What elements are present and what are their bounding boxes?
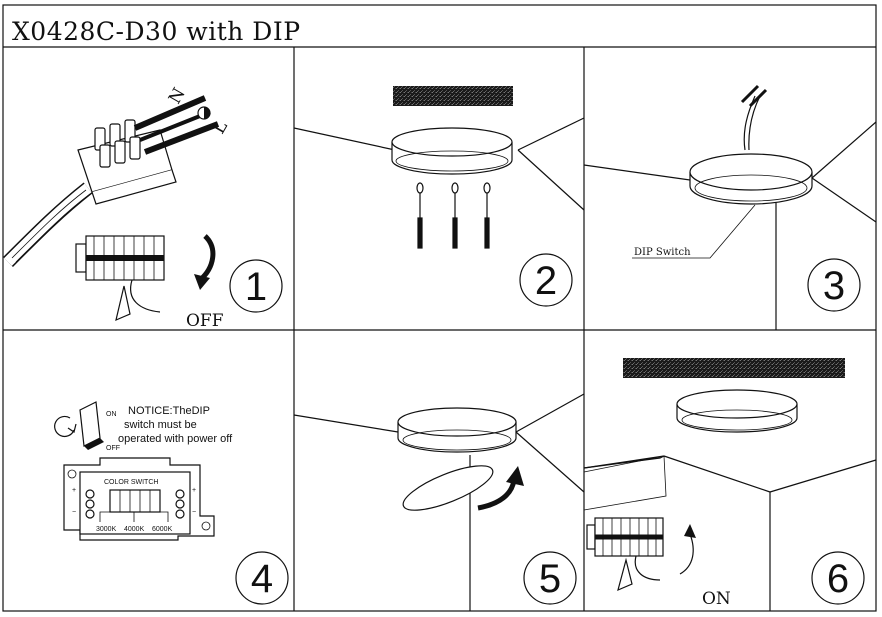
off-arrow: [198, 234, 216, 282]
panel-3: DIP Switch 3: [583, 84, 877, 330]
step-1-circle: [229, 259, 283, 313]
step-3-circle: [807, 258, 861, 312]
switch-option-6000k: 6000K: [152, 526, 173, 533]
color-switch-title: COLOR SWITCH: [104, 479, 158, 486]
step-5-number: 5: [539, 557, 561, 601]
dip-switch-on: [586, 517, 664, 592]
svg-text:+: +: [192, 487, 196, 494]
notice-line-2: switch must be: [124, 419, 197, 431]
dip-switch-off: [75, 235, 165, 322]
step-2-circle: [519, 253, 573, 307]
color-switch-module: COLOR SWITCH + − + − 3000K 4000K 6000K: [63, 457, 215, 541]
wire-live: [143, 121, 220, 155]
svg-text:−: −: [72, 509, 76, 516]
step-6-label: ON: [702, 589, 731, 609]
svg-text:+: +: [72, 487, 76, 494]
notice-line-3: operated with power off: [118, 433, 233, 445]
diffuser-cover: [402, 465, 494, 511]
on-arrow: [679, 533, 694, 575]
notice-line-1: NOTICE:TheDIP: [128, 405, 210, 417]
wire-label-l: L: [209, 118, 232, 138]
step-1-number: 1: [245, 265, 267, 309]
dip-switch-callout: DIP Switch: [634, 247, 691, 258]
switch-option-3000k: 3000K: [96, 526, 117, 533]
panel-5: 5: [293, 393, 585, 611]
toggle-off-label: OFF: [106, 445, 120, 452]
outer-frame: [2, 4, 877, 612]
redacted-bar-2: [393, 86, 513, 106]
step-6-number: 6: [827, 557, 849, 601]
screw-anchors: [416, 182, 491, 249]
step-3-number: 3: [823, 264, 845, 308]
redacted-bar-6: [623, 358, 845, 378]
wire-neutral: [133, 95, 207, 131]
ceiling-light-2: [391, 127, 513, 175]
step-4-number: 4: [251, 557, 273, 601]
sheet-title: X0428C-D30 with DIP: [12, 17, 301, 46]
switch-option-4000k: 4000K: [124, 526, 145, 533]
ceiling-light-3: [689, 153, 813, 205]
step-4-circle: [235, 551, 289, 605]
step-5-circle: [523, 551, 577, 605]
panel-6: ON 6: [583, 358, 877, 611]
step-2-number: 2: [535, 259, 557, 303]
step-1-label: OFF: [186, 311, 224, 331]
dip-switch-leader: [632, 204, 756, 259]
panel-4: ON OFF NOTICE:TheDIP switch must be oper…: [54, 401, 289, 605]
ceiling-light-5: [397, 407, 517, 453]
toggle-on-label: ON: [106, 411, 117, 418]
step-6-circle: [811, 551, 865, 605]
svg-text:−: −: [192, 509, 196, 516]
panel-2: 2: [293, 86, 585, 307]
toggle-switch-icon: [54, 401, 104, 450]
panel-1: N L 1 OFF: [3, 85, 283, 331]
ceiling-light-6: [676, 389, 798, 433]
